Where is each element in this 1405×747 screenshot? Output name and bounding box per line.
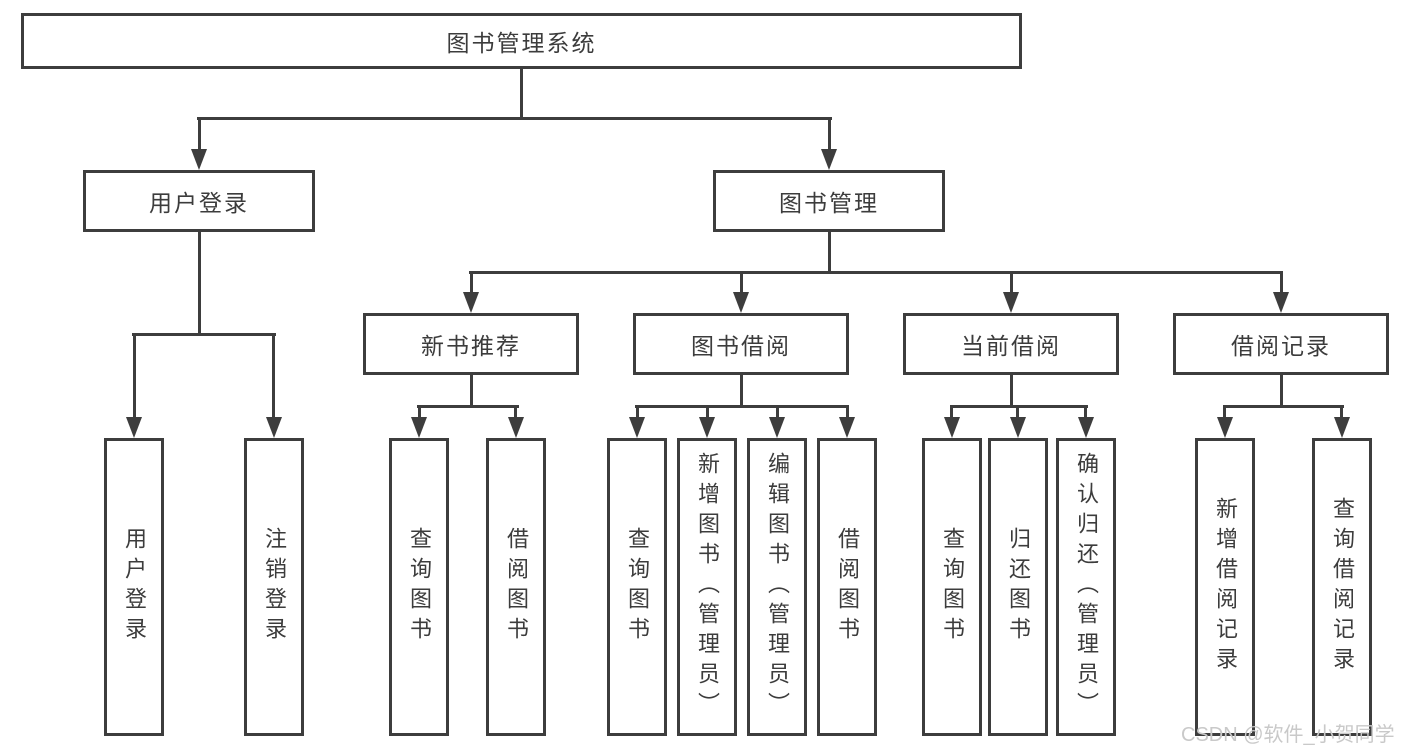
leaf-query-borrow-record: 查询借阅记录 (1312, 438, 1372, 736)
leaf-label: 编辑图书（管理员） (765, 452, 790, 722)
node-root-system: 图书管理系统 (21, 13, 1022, 69)
connector-line (418, 405, 421, 421)
connector-line (197, 117, 832, 120)
leaf-return-books: 归还图书 (988, 438, 1048, 736)
arrow-down-icon (1003, 292, 1019, 313)
leaf-label: 新增图书（管理员） (695, 452, 720, 722)
arrow-down-icon (1334, 417, 1350, 438)
leaf-label: 借阅图书 (504, 527, 529, 647)
connector-line (1084, 405, 1087, 421)
leaf-query-books-2: 查询图书 (607, 438, 667, 736)
arrow-down-icon (839, 417, 855, 438)
connector-line (132, 333, 276, 336)
arrow-down-icon (411, 417, 427, 438)
connector-line (469, 271, 1283, 274)
leaf-query-books-1: 查询图书 (389, 438, 449, 736)
leaf-confirm-return-admin: 确认归还（管理员） (1056, 438, 1116, 736)
connector-line (635, 405, 848, 408)
leaf-logout: 注销登录 (244, 438, 304, 736)
arrow-down-icon (629, 417, 645, 438)
connector-line (198, 117, 201, 153)
arrow-down-icon (266, 417, 282, 438)
leaf-label: 借阅图书 (835, 527, 860, 647)
connector-line (1223, 405, 1226, 421)
arrow-down-icon (1217, 417, 1233, 438)
leaf-label: 新增借阅记录 (1213, 497, 1238, 677)
arrow-down-icon (769, 417, 785, 438)
connector-line (740, 375, 743, 408)
node-book-borrow: 图书借阅 (633, 313, 849, 375)
arrow-down-icon (463, 292, 479, 313)
connector-line (1280, 271, 1283, 296)
leaf-label: 注销登录 (262, 527, 287, 647)
leaf-label: 查询借阅记录 (1330, 497, 1355, 677)
connector-line (1340, 405, 1343, 421)
connector-line (1016, 405, 1019, 421)
arrow-down-icon (733, 292, 749, 313)
arrow-down-icon (126, 417, 142, 438)
arrow-down-icon (508, 417, 524, 438)
leaf-label: 查询图书 (625, 527, 650, 647)
arrow-down-icon (1273, 292, 1289, 313)
connector-line (272, 333, 275, 419)
arrow-down-icon (1078, 417, 1094, 438)
connector-line (828, 232, 831, 274)
leaf-label: 查询图书 (407, 527, 432, 647)
leaf-borrow-books-1: 借阅图书 (486, 438, 546, 736)
arrow-down-icon (944, 417, 960, 438)
connector-line (950, 405, 1088, 408)
connector-line (520, 69, 523, 120)
leaf-edit-books-admin: 编辑图书（管理员） (747, 438, 807, 736)
node-borrow-record: 借阅记录 (1173, 313, 1389, 375)
leaf-query-books-3: 查询图书 (922, 438, 982, 736)
connector-line (133, 333, 136, 419)
connector-line (776, 405, 779, 421)
leaf-label: 归还图书 (1006, 527, 1031, 647)
connector-line (706, 405, 709, 421)
arrow-down-icon (821, 149, 837, 170)
node-user-login: 用户登录 (83, 170, 315, 232)
arrow-down-icon (1010, 417, 1026, 438)
node-book-management: 图书管理 (713, 170, 945, 232)
connector-line (470, 375, 473, 408)
connector-line (1010, 375, 1013, 408)
arrow-down-icon (191, 149, 207, 170)
connector-line (950, 405, 953, 421)
connector-line (417, 405, 519, 408)
connector-line (846, 405, 849, 421)
leaf-label: 用户登录 (122, 527, 147, 647)
leaf-borrow-books-2: 借阅图书 (817, 438, 877, 736)
connector-line (740, 271, 743, 296)
connector-line (198, 232, 201, 336)
connector-line (1280, 375, 1283, 408)
node-current-borrow: 当前借阅 (903, 313, 1119, 375)
node-new-book-recommend: 新书推荐 (363, 313, 579, 375)
leaf-add-borrow-record: 新增借阅记录 (1195, 438, 1255, 736)
arrow-down-icon (699, 417, 715, 438)
connector-line (1223, 405, 1344, 408)
connector-line (1010, 271, 1013, 296)
leaf-label: 查询图书 (940, 527, 965, 647)
connector-line (514, 405, 517, 421)
connector-line (470, 271, 473, 296)
connector-line (828, 117, 831, 153)
leaf-user-login: 用户登录 (104, 438, 164, 736)
connector-line (636, 405, 639, 421)
leaf-add-books-admin: 新增图书（管理员） (677, 438, 737, 736)
leaf-label: 确认归还（管理员） (1074, 452, 1099, 722)
csdn-watermark: CSDN @软件_小贺同学 (1181, 724, 1395, 746)
